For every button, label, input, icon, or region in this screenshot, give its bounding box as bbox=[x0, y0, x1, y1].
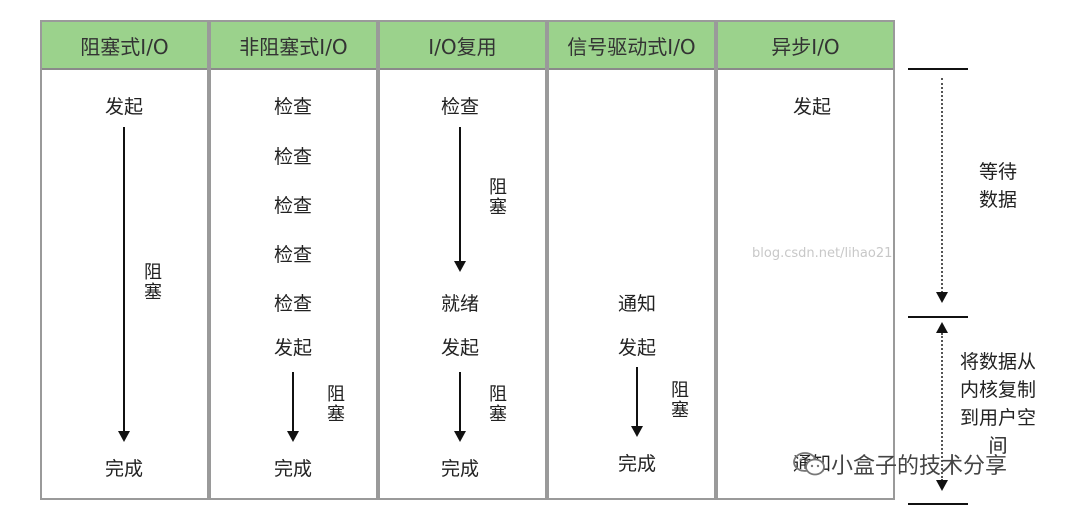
blocking-arrow bbox=[287, 372, 299, 442]
label-start: 发起 bbox=[273, 337, 313, 359]
header-async-io: 异步I/O bbox=[718, 22, 893, 70]
label-check: 检查 bbox=[273, 146, 313, 168]
phase1-dashed-line bbox=[941, 78, 943, 293]
column-blocking-io: 阻塞式I/O 发起 阻塞 完成 bbox=[40, 20, 209, 500]
blocking-arrow bbox=[118, 127, 130, 442]
phase2-dashed-line bbox=[941, 333, 943, 481]
blocking-arrow bbox=[454, 372, 466, 442]
arrow-down-icon bbox=[936, 292, 948, 303]
label-ready: 就绪 bbox=[440, 293, 480, 315]
label-check: 检查 bbox=[273, 96, 313, 118]
column-signal-driven-io: 信号驱动式I/O 通知 发起 阻塞 完成 bbox=[547, 20, 716, 500]
phase-divider-bottom bbox=[908, 503, 968, 505]
label-blocked: 阻塞 bbox=[141, 262, 162, 302]
label-done: 完成 bbox=[617, 453, 657, 475]
header-blocking-io: 阻塞式I/O bbox=[42, 22, 207, 70]
label-start: 发起 bbox=[792, 96, 832, 118]
column-async-io: 异步I/O 发起 blog.csdn.net/lihao21 通知 bbox=[716, 20, 895, 500]
phase-divider-middle bbox=[908, 316, 968, 318]
arrow-down-icon bbox=[936, 480, 948, 491]
column-io-multiplexing: I/O复用 检查 阻塞 就绪 发起 阻塞 完成 bbox=[378, 20, 547, 500]
brand-watermark: 小盒子的技术分享 bbox=[793, 448, 1007, 480]
label-check: 检查 bbox=[273, 244, 313, 266]
column-nonblocking-io: 非阻塞式I/O 检查 检查 检查 检查 检查 发起 阻塞 完成 bbox=[209, 20, 378, 500]
label-start: 发起 bbox=[104, 96, 144, 118]
label-check: 检查 bbox=[273, 293, 313, 315]
label-check: 检查 bbox=[273, 195, 313, 217]
phase2-label: 将数据从 内核复制 到用户空 间 bbox=[959, 351, 1036, 457]
phase-divider-top bbox=[908, 68, 968, 70]
header-nonblocking-io: 非阻塞式I/O bbox=[211, 22, 376, 70]
header-io-multiplexing: I/O复用 bbox=[380, 22, 545, 70]
label-start: 发起 bbox=[440, 337, 480, 359]
label-blocked: 阻塞 bbox=[668, 380, 689, 420]
label-done: 完成 bbox=[440, 458, 480, 480]
label-done: 完成 bbox=[104, 458, 144, 480]
label-blocked: 阻塞 bbox=[486, 177, 507, 217]
label-blocked: 阻塞 bbox=[486, 384, 507, 424]
blocking-arrow bbox=[454, 127, 466, 272]
brand-text: 小盒子的技术分享 bbox=[831, 454, 1008, 479]
blocking-arrow bbox=[631, 367, 643, 437]
label-check: 检查 bbox=[440, 96, 480, 118]
arrow-up-icon bbox=[936, 322, 948, 333]
label-notify: 通知 bbox=[617, 293, 657, 315]
label-blocked: 阻塞 bbox=[324, 384, 345, 424]
header-signal-driven-io: 信号驱动式I/O bbox=[549, 22, 714, 70]
chat-bubble-icon bbox=[793, 452, 825, 476]
label-done: 完成 bbox=[273, 458, 313, 480]
watermark-text: blog.csdn.net/lihao21 bbox=[752, 246, 893, 261]
phase1-label: 等待 数据 bbox=[978, 161, 1017, 211]
io-model-table: 阻塞式I/O 发起 阻塞 完成 非阻塞式I/O 检查 检查 检查 检查 检查 发… bbox=[40, 20, 895, 500]
label-start: 发起 bbox=[617, 337, 657, 359]
